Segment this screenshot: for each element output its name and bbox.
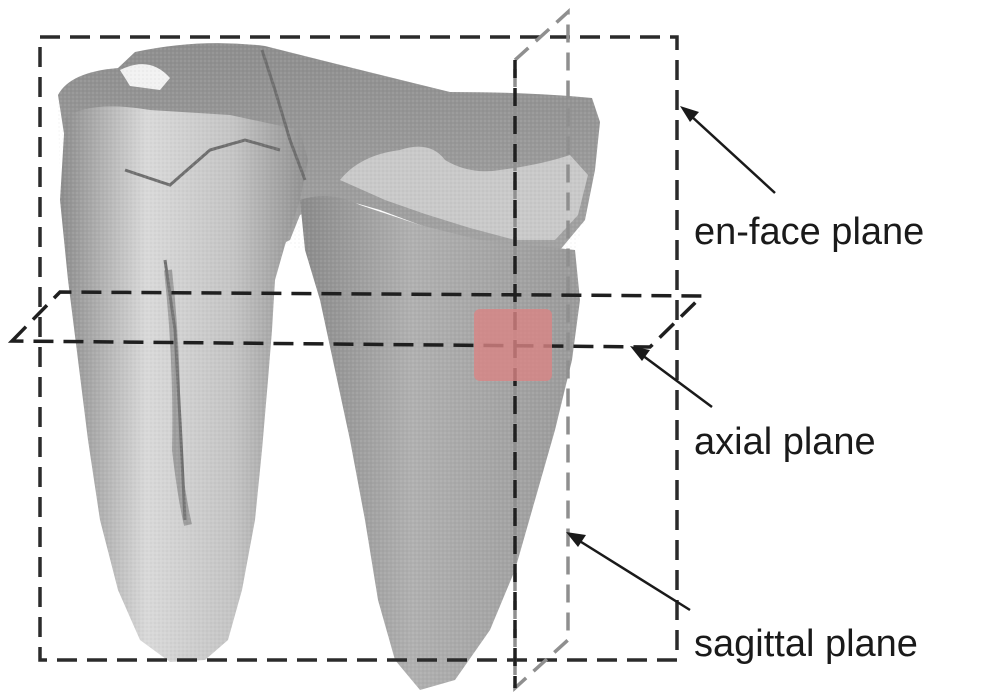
sagittal-pointer-line [578, 540, 690, 610]
en-face-plane-label: en-face plane [694, 213, 924, 251]
region-of-interest [474, 309, 552, 381]
axial-plane-label: axial plane [694, 423, 876, 461]
pointer-arrows [566, 106, 775, 610]
sagittal-plane-label: sagittal plane [694, 625, 918, 663]
en-face-pointer-line [690, 115, 775, 193]
